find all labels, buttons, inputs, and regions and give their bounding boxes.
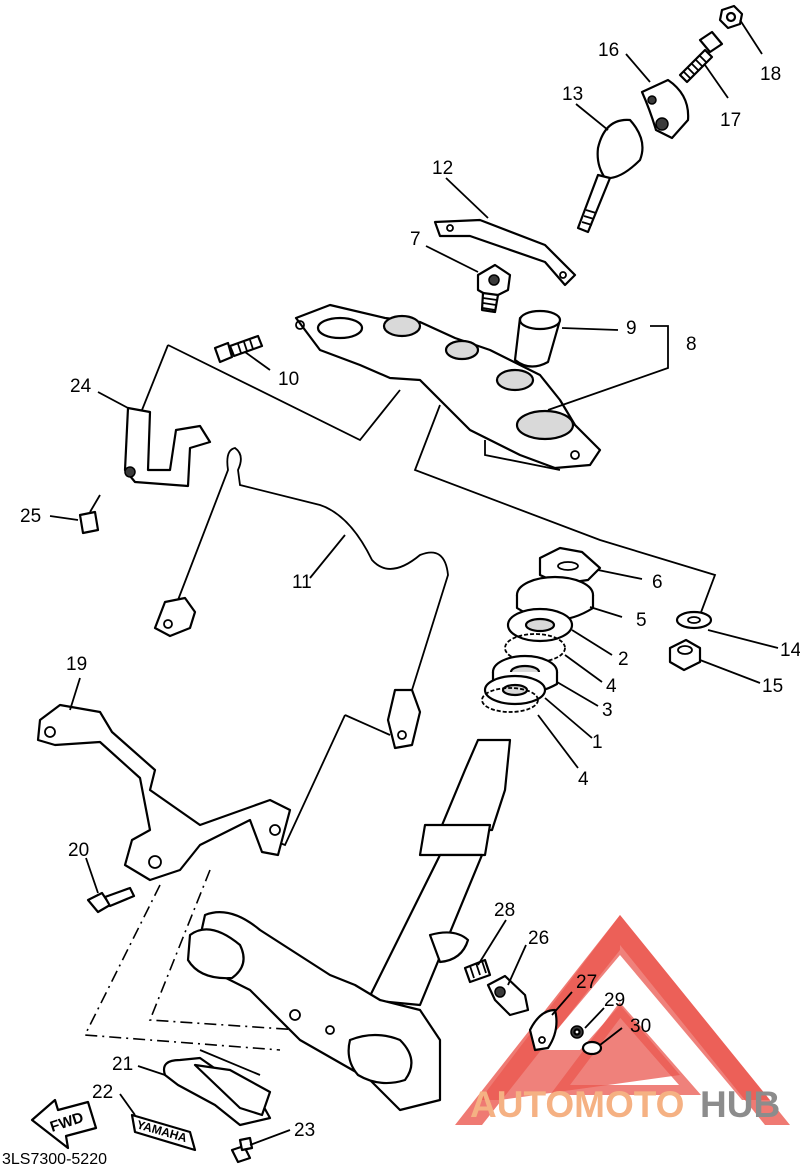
drawing-code: 3LS7300-5220 — [2, 1151, 107, 1168]
callout-26: 26 — [528, 928, 549, 949]
callout-23: 23 — [294, 1120, 315, 1141]
lower-holder-13 — [576, 118, 644, 234]
callout-20: 20 — [68, 840, 89, 861]
watermark-part2: HUB — [700, 1084, 780, 1125]
bolt-10 — [213, 334, 264, 364]
callout-29: 29 — [604, 990, 625, 1011]
callout-7: 7 — [410, 229, 421, 250]
callout-30: 30 — [630, 1016, 651, 1037]
bolt-25 — [78, 494, 101, 535]
callout-3: 3 — [602, 700, 613, 721]
plate-27 — [528, 1008, 558, 1052]
washer-29 — [570, 1025, 584, 1039]
bracket-19 — [36, 703, 292, 882]
bolt-23 — [230, 1136, 254, 1164]
part-26 — [486, 974, 530, 1017]
callout-5: 5 — [636, 610, 647, 631]
under-bracket — [186, 911, 442, 1112]
callout-10: 10 — [278, 369, 299, 390]
callout-11: 11 — [292, 572, 312, 593]
callout-4a: 4 — [606, 676, 617, 697]
balls-4-lower — [481, 687, 539, 713]
callout-1: 1 — [592, 732, 603, 753]
balls-4-upper — [504, 633, 566, 663]
callout-13: 13 — [562, 84, 583, 105]
callout-16: 16 — [598, 40, 619, 61]
callout-28: 28 — [494, 900, 515, 921]
callout-22: 22 — [92, 1082, 113, 1103]
clip-30 — [581, 1040, 603, 1056]
callout-18: 18 — [760, 64, 781, 85]
upper-holder-16 — [640, 78, 690, 140]
callout-15: 15 — [762, 676, 783, 697]
ring-nut-6 — [538, 546, 602, 586]
decal-22: YAMAHA — [130, 1113, 197, 1152]
bracket-24 — [123, 406, 212, 488]
callout-2: 2 — [618, 649, 629, 670]
callout-24: 24 — [70, 376, 92, 397]
bushing-9 — [513, 309, 562, 368]
watermark-text: AUTOMOTO HUB — [470, 1084, 780, 1125]
upper-bracket-8 — [294, 303, 602, 470]
watermark-part1: AUTOMOTO — [470, 1084, 684, 1125]
race-2 — [506, 607, 574, 643]
bolt-28 — [463, 958, 492, 984]
callout-6: 6 — [652, 572, 663, 593]
callout-12: 12 — [432, 158, 453, 179]
fwd-arrow: FWD — [30, 1098, 98, 1150]
callout-19: 19 — [66, 654, 87, 675]
callout-25: 25 — [20, 506, 41, 527]
washer-14 — [675, 610, 713, 630]
callout-8: 8 — [686, 334, 697, 355]
bracket-21 — [162, 1056, 272, 1127]
callout-27: 27 — [576, 972, 597, 993]
callout-17: 17 — [720, 110, 741, 131]
callout-labels: 1 2 3 4 4 5 6 7 8 9 10 11 12 13 14 15 16… — [20, 40, 800, 1141]
leader-lines — [83, 344, 717, 1076]
cable-11 — [153, 447, 449, 750]
nut-18 — [718, 4, 744, 30]
steering-stem — [366, 738, 512, 1007]
callout-14: 14 — [780, 640, 800, 661]
callout-leaders — [49, 19, 779, 1146]
callout-9: 9 — [626, 318, 637, 339]
bolt-17 — [678, 30, 724, 84]
bolt-20 — [86, 886, 136, 914]
nut-15 — [668, 638, 702, 672]
watermark-triangle — [480, 915, 770, 1100]
plate-12 — [433, 218, 577, 287]
callout-4b: 4 — [578, 769, 589, 790]
callout-21: 21 — [112, 1054, 133, 1075]
bolt-7 — [476, 263, 512, 314]
